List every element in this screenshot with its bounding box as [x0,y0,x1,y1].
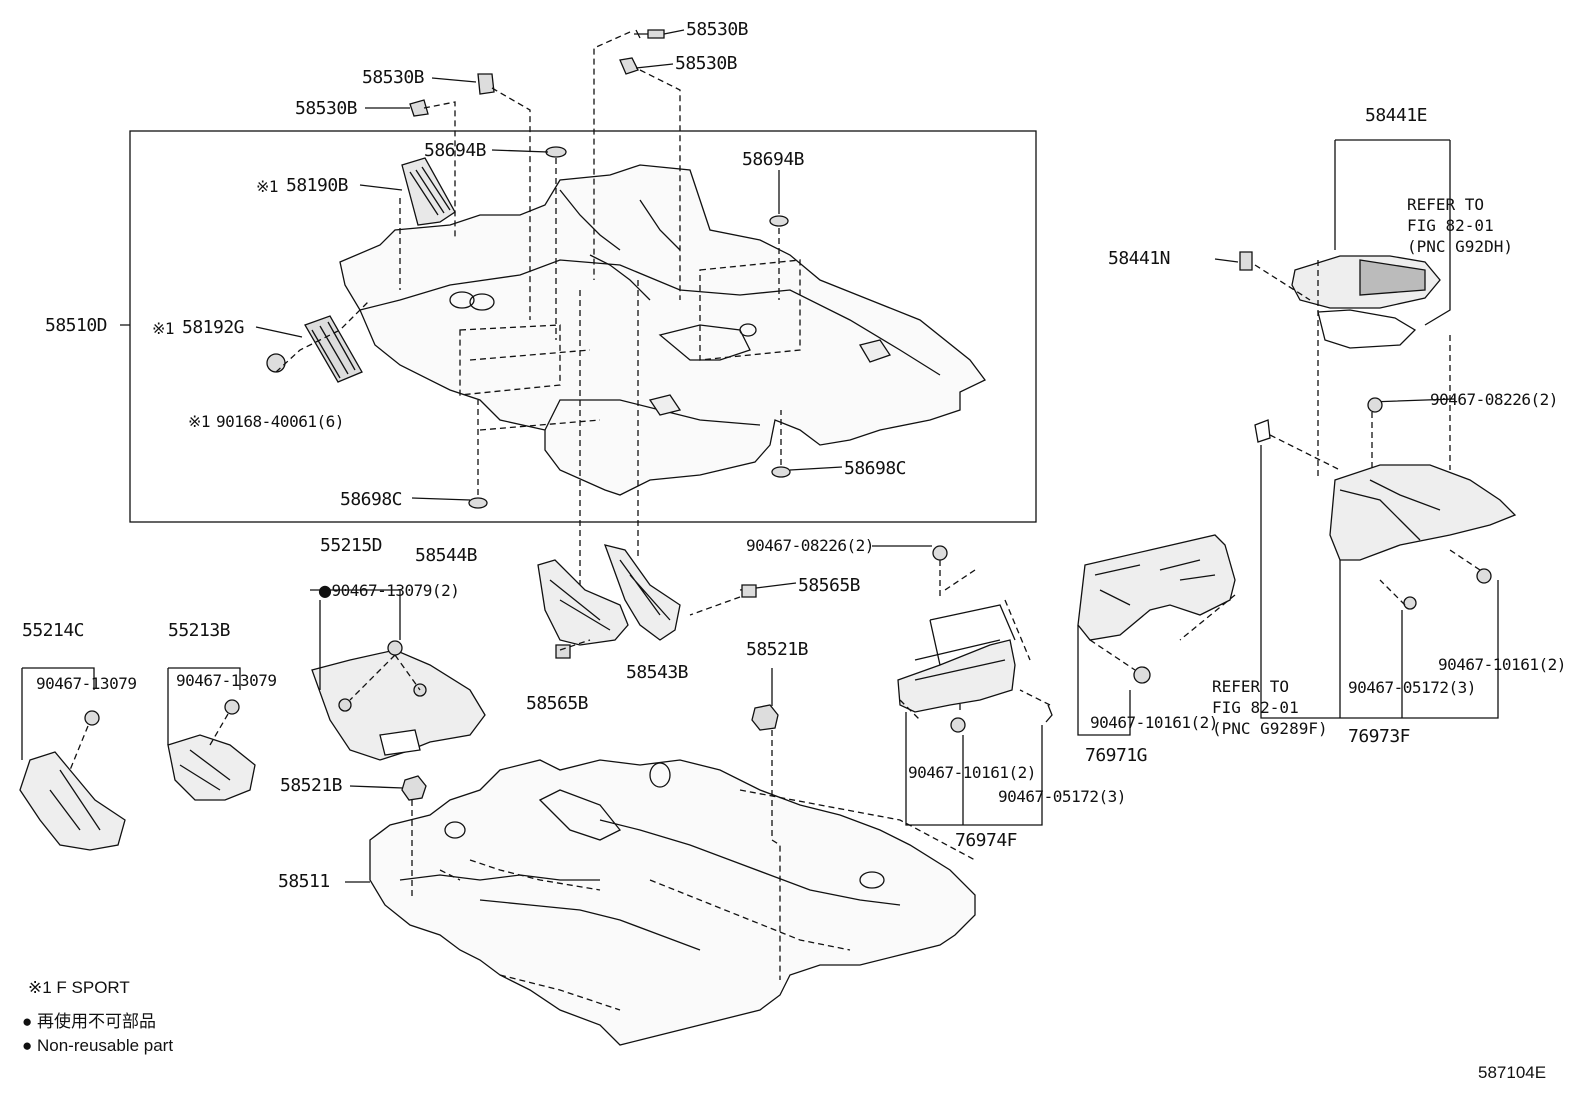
label-58511: 58511 [278,871,330,892]
bracket-58544B [537,559,629,646]
label-58530B: 58530B [362,67,425,88]
cover-55214C [19,751,126,851]
label-58190B: 58190B [286,175,349,196]
trim-76971G [1077,534,1236,641]
label-90467-08226: 90467-08226(2) [746,536,874,555]
label-58694B: 58694B [742,149,805,170]
label-58694B: 58694B [424,140,487,161]
label-76974F: 76974F [955,830,1018,851]
label-58530B: 58530B [675,53,738,74]
bracket-58543B [603,544,681,641]
label-90467-13079-2: ●90467-13079(2) [318,581,460,600]
label-58530B: 58530B [295,98,358,119]
label-58543B: 58543B [626,662,689,683]
label-58698C: 58698C [340,489,403,510]
label-90467-13079: 90467-13079 [176,671,277,690]
assembly-box-58510D [129,130,1037,523]
carpet-58510D-inner [359,259,941,431]
label-90467-10161: 90467-10161(2) [908,763,1036,782]
figure-id: 587104E [1478,1063,1547,1082]
clip-58565B [555,584,757,659]
legend-f-sport: ※1 F SPORT [28,978,130,997]
label-58544B: 58544B [415,545,478,566]
label-58565B: 58565B [526,693,589,714]
trim-76973F [1329,464,1517,561]
label-58521B: 58521B [280,775,343,796]
label-90467-13079-2-text: 90467-13079(2) [331,581,460,600]
clip-58441N [1239,251,1253,271]
label-76971G: 76971G [1085,745,1148,766]
label-58565B: 58565B [798,575,861,596]
pedal-58190B [401,157,456,226]
label-58521B: 58521B [746,639,809,660]
label-90168-40061: 90168-40061(6) [216,412,344,431]
label-58698C: 58698C [844,458,907,479]
note-mark: ※1 [256,177,279,196]
label-90467-13079: 90467-13079 [36,674,137,693]
label-58530B: 58530B [686,19,749,40]
label-90467-10161: 90467-10161(2) [1438,655,1566,674]
label-55214C: 55214C [22,620,85,641]
clip-58521B [401,704,779,801]
label-90467-10161: 90467-10161(2) [1090,713,1218,732]
label-58510D: 58510D [45,315,108,336]
label-90467-05172: 90467-05172(3) [1348,678,1476,697]
label-55215D: 55215D [320,535,383,556]
note-mark: ※1 [152,319,175,338]
label-90467-08226: 90467-08226(2) [1430,390,1558,409]
label-76973F: 76973F [1348,726,1411,747]
legend-non-reusable-jp: ● 再使用不可部品 [22,1012,156,1031]
label-58441N: 58441N [1108,248,1171,269]
clip-58530B-top [409,29,665,117]
legend-non-reusable-en: ● Non-reusable part [22,1036,174,1055]
carpet-58510D-outline [339,164,986,496]
label-55213B: 55213B [168,620,231,641]
cover-55213B [167,734,256,801]
trim-58441E-lower [1317,309,1417,349]
note-mark: ※1 [188,412,211,431]
label-58192G: 58192G [182,317,245,338]
label-90467-05172: 90467-05172(3) [998,787,1126,806]
label-58441E: 58441E [1365,105,1428,126]
